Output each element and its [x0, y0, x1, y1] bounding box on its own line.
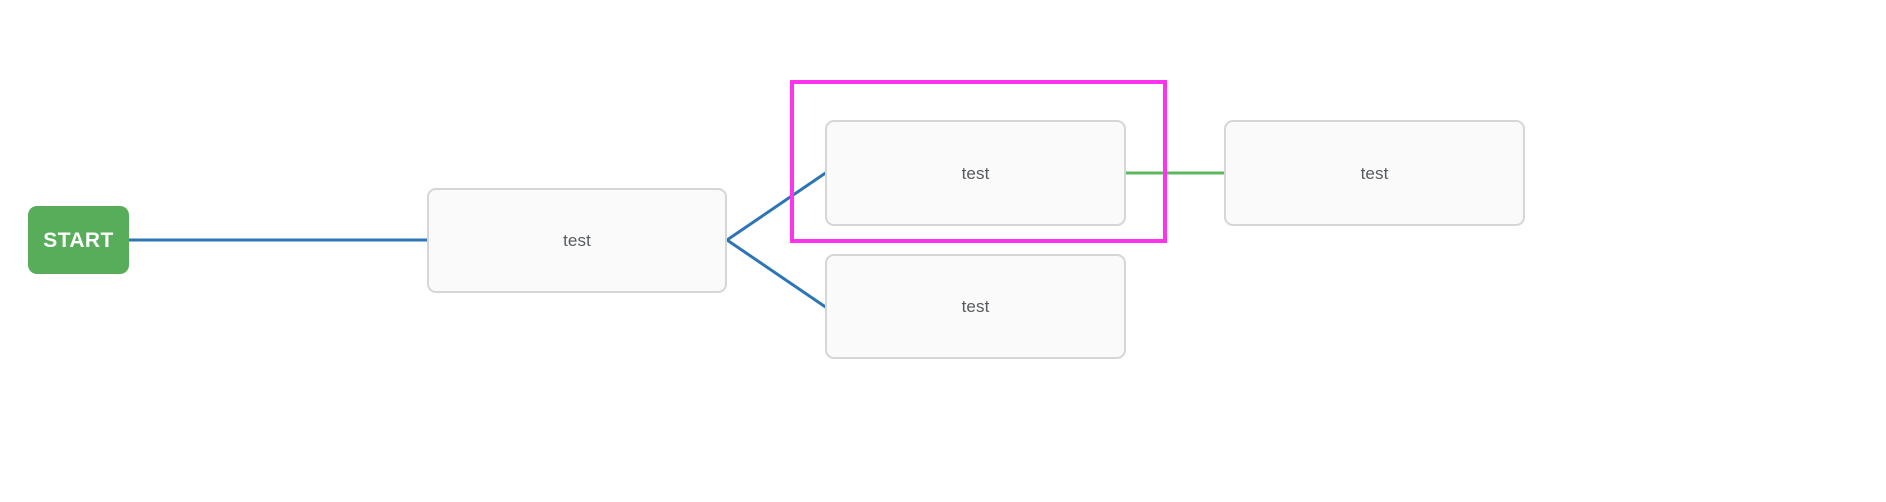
node-task-top-label: test — [961, 163, 990, 183]
node-task-right-label: test — [1360, 163, 1389, 183]
node-start-label: START — [43, 228, 114, 252]
node-task-middle[interactable]: test — [427, 188, 727, 293]
selection-rectangle[interactable] — [790, 80, 1167, 243]
node-task-bottom-label: test — [961, 297, 990, 316]
node-task-top[interactable]: test — [825, 120, 1126, 226]
node-start[interactable]: START — [28, 206, 129, 274]
edge-middle-to-bottom — [726, 238, 828, 310]
node-task-right[interactable]: test — [1224, 120, 1525, 226]
node-task-bottom[interactable]: test — [825, 254, 1126, 359]
node-task-middle-label: test — [563, 231, 591, 250]
